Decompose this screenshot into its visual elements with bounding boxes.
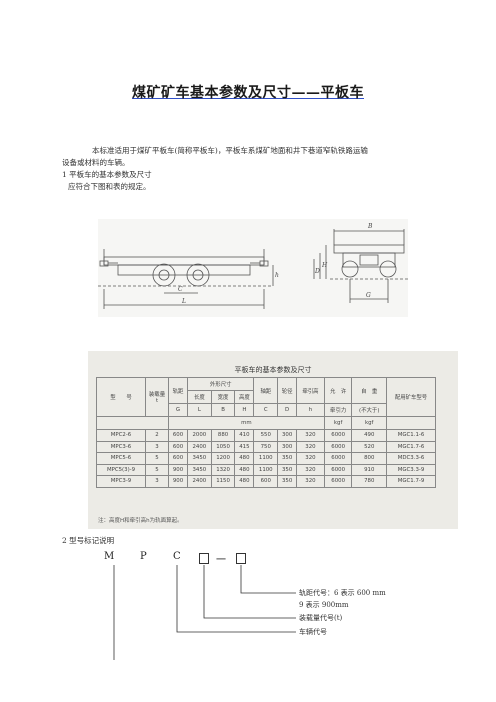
marking-box-gauge xyxy=(236,553,246,564)
spec-table: 型 号 装载量 t 轨距 外形尺寸 轴距 轮径 牵引高 允 许 自 重 配用矿车… xyxy=(96,377,436,488)
dim-label-height: H xyxy=(321,262,328,269)
intro-paragraph: 本标准适用于煤矿平板车(简称平板车)，平板车系煤矿地面和井下巷道窄轨铁路运输 设… xyxy=(62,145,442,193)
dim-label-l: L xyxy=(181,298,186,305)
table-cell: 6000 xyxy=(323,475,353,488)
marking-box-capacity xyxy=(199,553,209,564)
table-cell: 600 xyxy=(168,452,188,465)
unit-mm: mm xyxy=(168,416,325,430)
col-model: 型 号 xyxy=(96,377,146,417)
unit-kgf-traction: kgf xyxy=(323,416,353,430)
col-gauge: 轨距 xyxy=(168,377,188,404)
table-cell: 3450 xyxy=(187,463,212,476)
table-cell: 2400 xyxy=(187,475,212,488)
table-cell: 1150 xyxy=(210,475,236,488)
table-cell: 480 xyxy=(234,475,255,488)
marking-letter-c: C xyxy=(173,551,181,562)
marking-dash: 一 xyxy=(216,555,226,566)
marking-letter-m: M xyxy=(104,551,115,562)
table-cell: 780 xyxy=(351,475,387,488)
dim-label-h: h xyxy=(275,272,279,279)
table-cell: 350 xyxy=(277,475,298,488)
unit-kgf-weight: kgf xyxy=(351,416,387,430)
dim-label-c: C xyxy=(178,286,183,293)
annotation-capacity-code: 装载量代号(t) xyxy=(299,614,343,622)
flatcar-drawing-svg: C L h B H D G xyxy=(98,223,408,309)
col-capacity-unit: t xyxy=(155,398,159,404)
table-cell: MGC1.7-9 xyxy=(386,475,436,488)
table-cell: 600 xyxy=(168,429,188,442)
table-cell: 320 xyxy=(296,475,325,488)
table-cell: 3 xyxy=(145,475,169,488)
col-allow: 允 许 xyxy=(323,377,353,404)
annotation-gauge-code: 轨距代号：6 表示 600 mm xyxy=(299,589,386,597)
intro-line-2: 设备或材料的车辆。 xyxy=(62,158,130,167)
table-cell: 900 xyxy=(168,475,188,488)
annotation-gauge-900: 9 表示 900mm xyxy=(299,601,349,609)
dim-label-g: G xyxy=(366,292,371,299)
annotation-vehicle-code: 车辆代号 xyxy=(299,628,327,636)
dim-label-d: D xyxy=(314,268,320,275)
intro-line-1: 本标准适用于煤矿平板车(简称平板车)，平板车系煤矿地面和井下巷道窄轨铁路运输 xyxy=(92,146,368,155)
section2-heading: 2 型号标记说明 xyxy=(62,536,115,545)
col-capacity-label: 装载量 xyxy=(148,392,166,398)
table-cell: 6000 xyxy=(323,463,353,476)
table-caption: 平板车的基本参数及尺寸 xyxy=(234,366,312,374)
section1-subtext: 应符合下图和表的规定。 xyxy=(68,182,151,191)
marking-letter-p: P xyxy=(140,551,147,562)
flatcar-drawing: C L h B H D G xyxy=(98,219,408,317)
col-self-weight-note: (不大于) xyxy=(351,403,387,417)
section1-heading: 1 平板车的基本参数及尺寸 xyxy=(62,170,152,179)
page-title: 煤矿矿车基本参数及尺寸——平板车 xyxy=(132,85,364,101)
table-note: 注：高度H和牵引高h为轨面算起。 xyxy=(98,518,183,524)
spec-table-scan: 平板车的基本参数及尺寸 型 号 装载量 t 轨距 外形尺寸 轴距 轮径 牵引高 … xyxy=(88,351,458,529)
dim-label-b: B xyxy=(367,223,373,230)
